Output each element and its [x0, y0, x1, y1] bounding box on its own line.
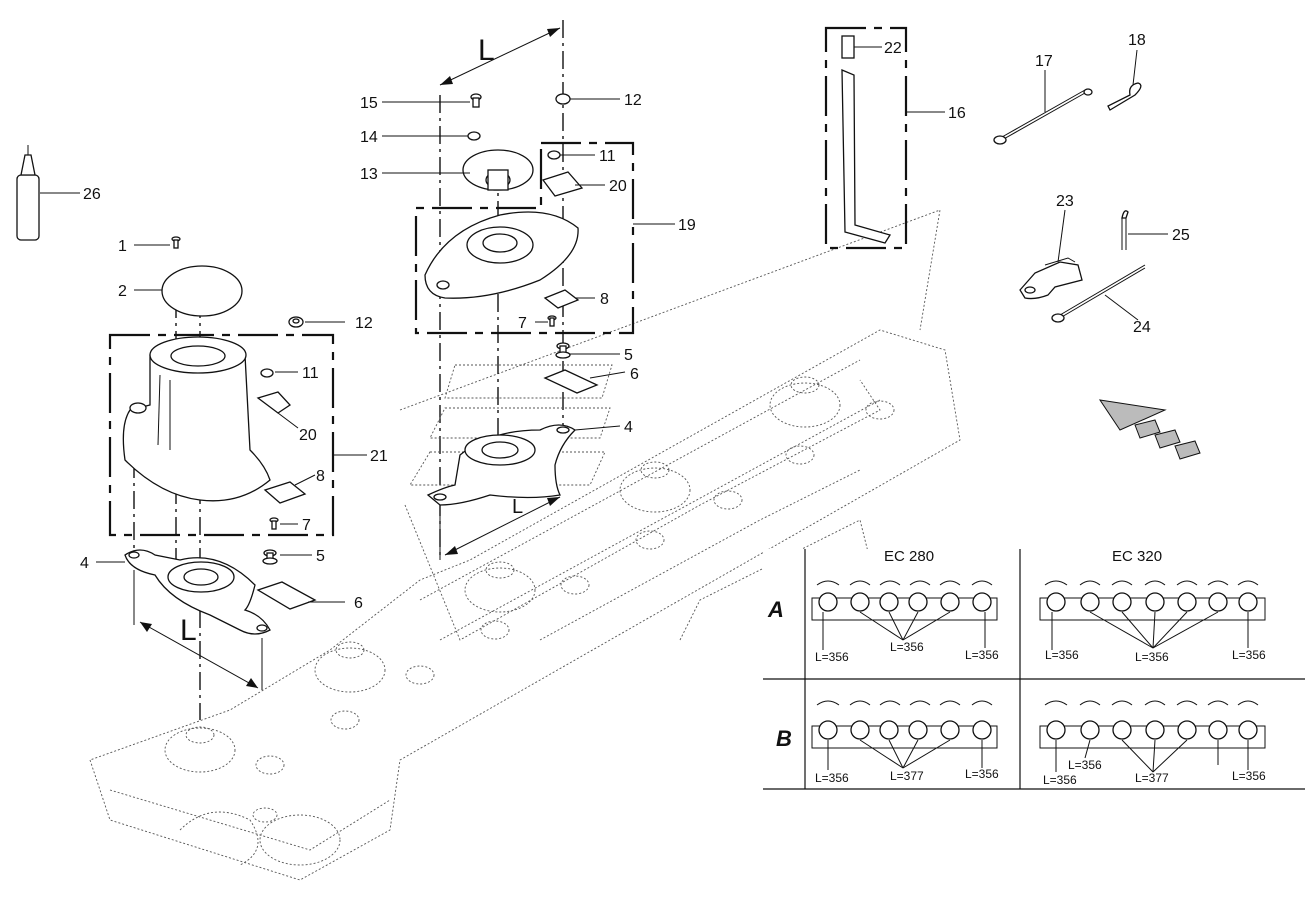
- part-label-13: 13: [360, 166, 378, 183]
- upper-disc: [424, 211, 579, 299]
- a-ec280-val-2: L=356: [890, 640, 924, 654]
- part-label-14: 14: [360, 129, 378, 146]
- schematic-b-ec320: [1039, 700, 1266, 773]
- cutter-bar-ghost: [89, 209, 961, 881]
- part-label-11b: 11: [599, 148, 616, 165]
- bracket-20-top: [541, 171, 584, 197]
- part-label-20a: 20: [299, 427, 317, 444]
- bracket-assembly-16: [824, 26, 908, 250]
- direction-arrow: [1098, 399, 1201, 460]
- table-col-ec320: EC 320: [1112, 548, 1162, 565]
- table-row-b: B: [776, 726, 792, 751]
- nut-11-top: [547, 150, 561, 160]
- bracket-23: [1019, 257, 1083, 300]
- pin-17: [993, 88, 1093, 145]
- part-label-21: 21: [370, 448, 388, 465]
- left-assembly: L: [16, 145, 335, 720]
- part-label-4a: 4: [80, 555, 89, 572]
- b-ec320-val-1: L=356: [1043, 773, 1077, 787]
- a-ec280-val-3: L=356: [965, 648, 999, 662]
- plate-8-top: [543, 289, 580, 309]
- disc-4-left: [124, 549, 271, 635]
- screw-15: [470, 93, 482, 108]
- table-col-ec280: EC 280: [884, 548, 934, 565]
- pin-25: [1121, 210, 1129, 250]
- clip-18: [1107, 82, 1142, 111]
- bracket-20-left: [256, 391, 291, 414]
- plate-8-left: [263, 481, 307, 504]
- b-ec280-val-2: L=377: [890, 769, 924, 783]
- screw-5-left: [262, 549, 278, 565]
- part-label-12b: 12: [624, 92, 642, 109]
- part-label-1: 1: [118, 238, 127, 255]
- part-label-17: 17: [1035, 53, 1053, 70]
- part-label-18: 18: [1128, 32, 1146, 49]
- part-label-11a: 11: [302, 365, 319, 382]
- nut-12-top: [555, 93, 571, 105]
- b-ec320-val-2: L=356: [1068, 758, 1102, 772]
- a-ec320-val-3: L=356: [1232, 648, 1266, 662]
- disc-4-centre: [426, 424, 577, 506]
- dimension-l-left: L: [133, 570, 263, 690]
- part-label-2: 2: [118, 283, 127, 300]
- screw-7-left: [269, 517, 279, 530]
- disc-spacing-table: EC 280 EC 320 A B: [763, 548, 1305, 790]
- dim-label-left: L: [180, 614, 197, 647]
- part-label-19: 19: [678, 217, 696, 234]
- part-label-25: 25: [1172, 227, 1190, 244]
- nut-12-left: [288, 316, 304, 328]
- part-label-5a: 5: [316, 548, 325, 565]
- leader-lines: [40, 46, 1168, 603]
- part-label-7a: 7: [302, 517, 311, 534]
- part-label-7b: 7: [518, 315, 527, 332]
- part-label-20b: 20: [609, 178, 627, 195]
- part-label-16: 16: [948, 105, 966, 122]
- part-label-5b: 5: [624, 347, 633, 364]
- part-label-12a: 12: [355, 315, 373, 332]
- schematic-b-ec280: [811, 700, 998, 770]
- part-labels: 1 2 4 4 5 5 6 6 7 7 8 8 11 11 12 12 13 1…: [80, 32, 1190, 612]
- dim-label-top: L: [478, 34, 495, 67]
- dimension-l-centre: L: [439, 496, 561, 560]
- a-ec320-val-1: L=356: [1045, 648, 1079, 662]
- part-label-26: 26: [83, 186, 101, 203]
- b-ec280-val-3: L=356: [965, 767, 999, 781]
- part-label-23: 23: [1056, 193, 1074, 210]
- dimension-l-top: L: [439, 27, 561, 86]
- dim-label-centre: L: [512, 496, 523, 518]
- schematic-a-ec280: [811, 580, 998, 650]
- a-ec320-val-2: L=356: [1135, 650, 1169, 664]
- washer-14: [467, 131, 481, 141]
- b-ec320-val-3: L=377: [1135, 771, 1169, 785]
- part-label-6b: 6: [630, 366, 639, 383]
- screw-7-top: [547, 315, 557, 327]
- part-label-8b: 8: [600, 291, 609, 308]
- grease-tube-26: [16, 145, 40, 241]
- nut-11-left: [260, 368, 274, 378]
- part-label-24: 24: [1133, 319, 1151, 336]
- b-ec320-val-4: L=356: [1232, 769, 1266, 783]
- screw-1: [171, 236, 181, 249]
- part-label-22: 22: [884, 40, 902, 57]
- part-label-15: 15: [360, 95, 378, 112]
- knife-6-top: [543, 369, 599, 394]
- knife-6-left: [256, 581, 317, 610]
- part-label-4b: 4: [624, 419, 633, 436]
- schematic-a-ec320: [1039, 580, 1266, 650]
- centre-assembly: L: [409, 20, 635, 560]
- cover-plate-2: [161, 265, 243, 317]
- drum-hub: [122, 336, 271, 502]
- pin-24: [1051, 264, 1146, 323]
- screw-5-top: [555, 342, 571, 359]
- part-label-6a: 6: [354, 595, 363, 612]
- part-label-8a: 8: [316, 468, 325, 485]
- a-ec280-val-1: L=356: [815, 650, 849, 664]
- table-row-a: A: [767, 597, 784, 622]
- cap-13: [462, 149, 534, 191]
- b-ec280-val-1: L=356: [815, 771, 849, 785]
